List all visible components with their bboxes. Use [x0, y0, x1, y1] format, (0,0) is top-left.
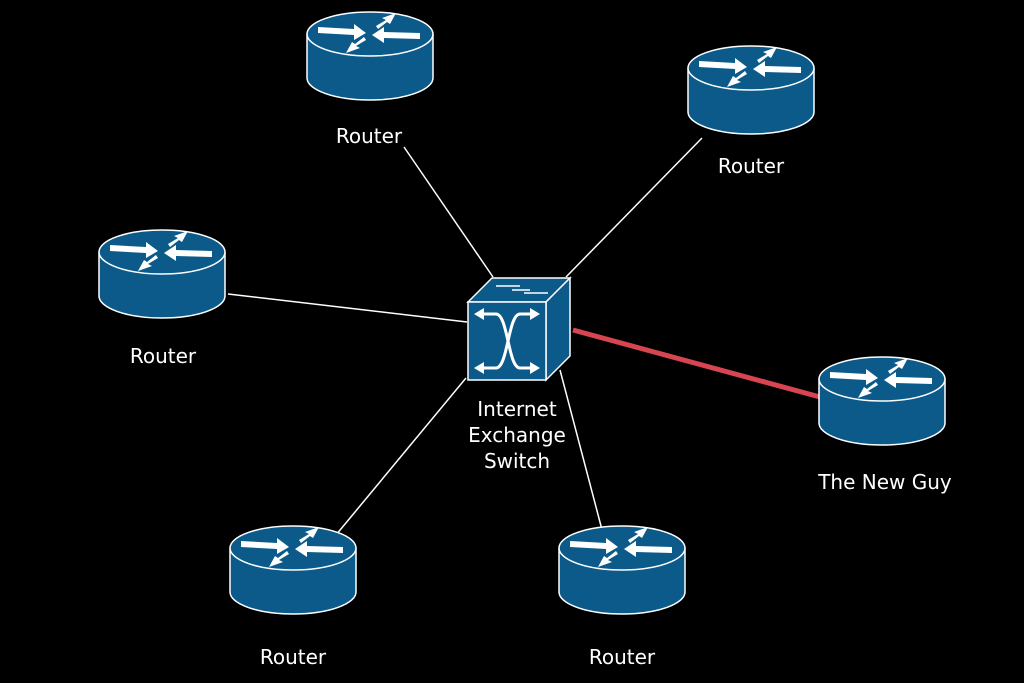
- link-router-top: [403, 146, 494, 278]
- router-label-new: The New Guy: [817, 470, 952, 494]
- switch-icon: [466, 276, 572, 382]
- link-router-top-right: [565, 137, 703, 278]
- router-left[interactable]: Router: [98, 229, 226, 368]
- router-bottom-right[interactable]: Router: [558, 525, 686, 669]
- switch-label-line-1: Internet: [477, 397, 557, 421]
- router-icon: [558, 525, 686, 615]
- link-router-new: [572, 327, 821, 400]
- router-icon: [229, 525, 357, 615]
- link-router-left: [227, 293, 468, 323]
- internet-exchange-switch[interactable]: Internet Exchange Switch: [466, 276, 572, 473]
- router-new[interactable]: The New Guy: [817, 356, 952, 494]
- switch-label-line-2: Exchange: [468, 423, 566, 447]
- router-label: Router: [130, 344, 197, 368]
- router-label: Router: [336, 124, 403, 148]
- router-icon: [687, 45, 815, 135]
- router-top[interactable]: Router: [306, 11, 434, 148]
- router-icon: [818, 356, 946, 446]
- router-icon: [98, 229, 226, 319]
- link-router-bottom-left: [325, 377, 467, 548]
- router-label: Router: [589, 645, 656, 669]
- link-router-bottom-right: [559, 369, 607, 546]
- router-label: Router: [260, 645, 327, 669]
- router-bottom-left[interactable]: Router: [229, 525, 357, 669]
- router-icon: [306, 11, 434, 101]
- router-label: Router: [718, 154, 785, 178]
- switch-label-line-3: Switch: [484, 449, 550, 473]
- router-top-right[interactable]: Router: [687, 45, 815, 178]
- links: [227, 137, 821, 548]
